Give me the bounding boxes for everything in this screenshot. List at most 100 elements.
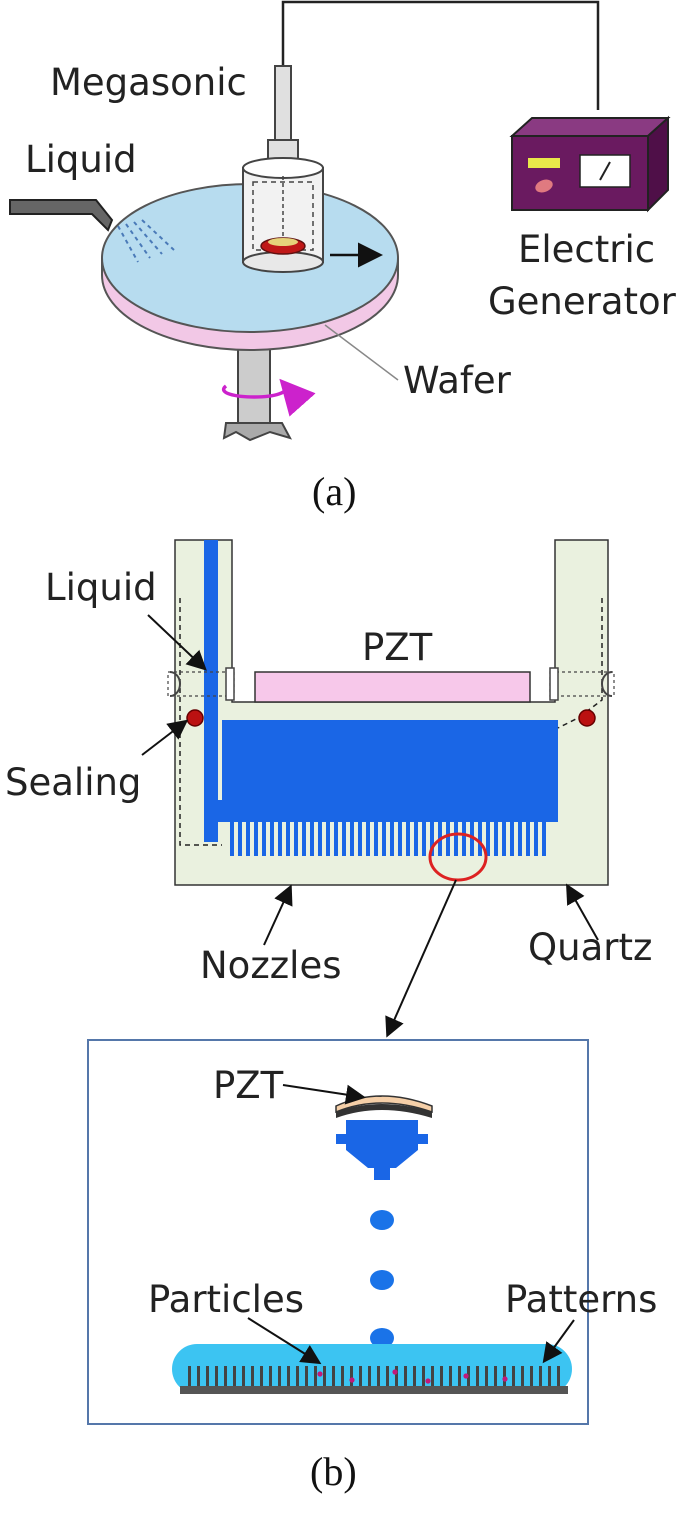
pattern-line (521, 1366, 524, 1386)
nozzle (382, 822, 386, 856)
pattern-line (251, 1366, 254, 1386)
liquid-nozzle (9, 199, 114, 232)
nozzle (350, 822, 354, 856)
inset-pzt-leader (282, 1084, 366, 1105)
particles-label: Particles (148, 1278, 304, 1321)
sealing-dot-right (578, 709, 596, 727)
nozzle (510, 822, 514, 856)
liquid-label-b: Liquid (45, 566, 157, 609)
nozzle (318, 822, 322, 856)
pattern-line (557, 1366, 560, 1386)
droplet (370, 1210, 394, 1230)
nozzle (286, 822, 290, 856)
sealing-label: Sealing (5, 761, 141, 804)
generator-label: Generator (488, 280, 677, 323)
sealing-dot-left (186, 709, 204, 727)
particles-leader (247, 1317, 322, 1365)
nozzle (446, 822, 450, 856)
panel-a: Megasonic Liquid Electric Generator Wafe… (9, 0, 677, 514)
pattern-line (260, 1366, 263, 1386)
pattern-line (188, 1366, 191, 1386)
liquid-label-a: Liquid (25, 138, 137, 181)
nozzles-label: Nozzles (200, 944, 341, 987)
nozzle (390, 822, 394, 856)
nozzle (270, 822, 274, 856)
nozzles-leader (263, 884, 293, 946)
nozzle (302, 822, 306, 856)
nozzle (358, 822, 362, 856)
particle (463, 1373, 469, 1379)
nozzle (254, 822, 258, 856)
inset-particles (317, 1369, 508, 1384)
electric-label: Electric (518, 228, 655, 271)
pattern-line (431, 1366, 434, 1386)
nozzle (414, 822, 418, 856)
quartz-leader (566, 883, 599, 941)
patterns-label: Patterns (505, 1278, 657, 1321)
pattern-line (422, 1366, 425, 1386)
nozzle (486, 822, 490, 856)
pattern-line (539, 1366, 542, 1386)
clamp-left (167, 667, 235, 701)
pattern-line (485, 1366, 488, 1386)
pattern-line (206, 1366, 209, 1386)
pattern-line (413, 1366, 416, 1386)
nozzle (334, 822, 338, 856)
quartz-label: Quartz (528, 926, 652, 969)
nozzle (542, 822, 546, 856)
pattern-line (359, 1366, 362, 1386)
nozzle (422, 822, 426, 856)
pattern-line (224, 1366, 227, 1386)
particle (502, 1376, 508, 1382)
pattern-line (269, 1366, 272, 1386)
nozzle (406, 822, 410, 856)
pattern-line (332, 1366, 335, 1386)
detail-circle (428, 832, 488, 882)
particle (349, 1377, 355, 1383)
nozzle (246, 822, 250, 856)
pattern-line (350, 1366, 353, 1386)
nozzle (454, 822, 458, 856)
detail-arrow (385, 879, 457, 1038)
pattern-line (440, 1366, 443, 1386)
liquid-spray (117, 219, 175, 263)
clamp-right (549, 667, 615, 701)
pattern-line (494, 1366, 497, 1386)
nozzle (262, 822, 266, 856)
pattern-line (404, 1366, 407, 1386)
pattern-line (242, 1366, 245, 1386)
pattern-line (296, 1366, 299, 1386)
inset-nozzle (336, 1120, 428, 1180)
nozzle (462, 822, 466, 856)
sealing-leader (141, 719, 189, 756)
pattern-line (341, 1366, 344, 1386)
pattern-line (395, 1366, 398, 1386)
wafer-leader (324, 324, 399, 381)
pattern-line (305, 1366, 308, 1386)
nozzle (278, 822, 282, 856)
pattern-line (323, 1366, 326, 1386)
liquid-pipe (204, 540, 218, 842)
nozzle (470, 822, 474, 856)
nozzle (502, 822, 506, 856)
nozzle (342, 822, 346, 856)
pattern-line (287, 1366, 290, 1386)
megasonic-transducer (242, 65, 324, 273)
nozzle (294, 822, 298, 856)
pattern-line (530, 1366, 533, 1386)
pzt-plate (254, 671, 531, 703)
pattern-line (548, 1366, 551, 1386)
pattern-line (512, 1366, 515, 1386)
droplet (370, 1270, 394, 1290)
nozzle (398, 822, 402, 856)
inset-pzt-label: PZT (213, 1064, 284, 1107)
pattern-line (449, 1366, 452, 1386)
nozzle (238, 822, 242, 856)
electric-cable (281, 0, 600, 110)
panel-b: Liquid PZT Sealing Nozzles Quartz (5, 539, 657, 1494)
pattern-line (233, 1366, 236, 1386)
nozzle (230, 822, 234, 856)
nozzle (494, 822, 498, 856)
nozzle-array (230, 822, 546, 856)
